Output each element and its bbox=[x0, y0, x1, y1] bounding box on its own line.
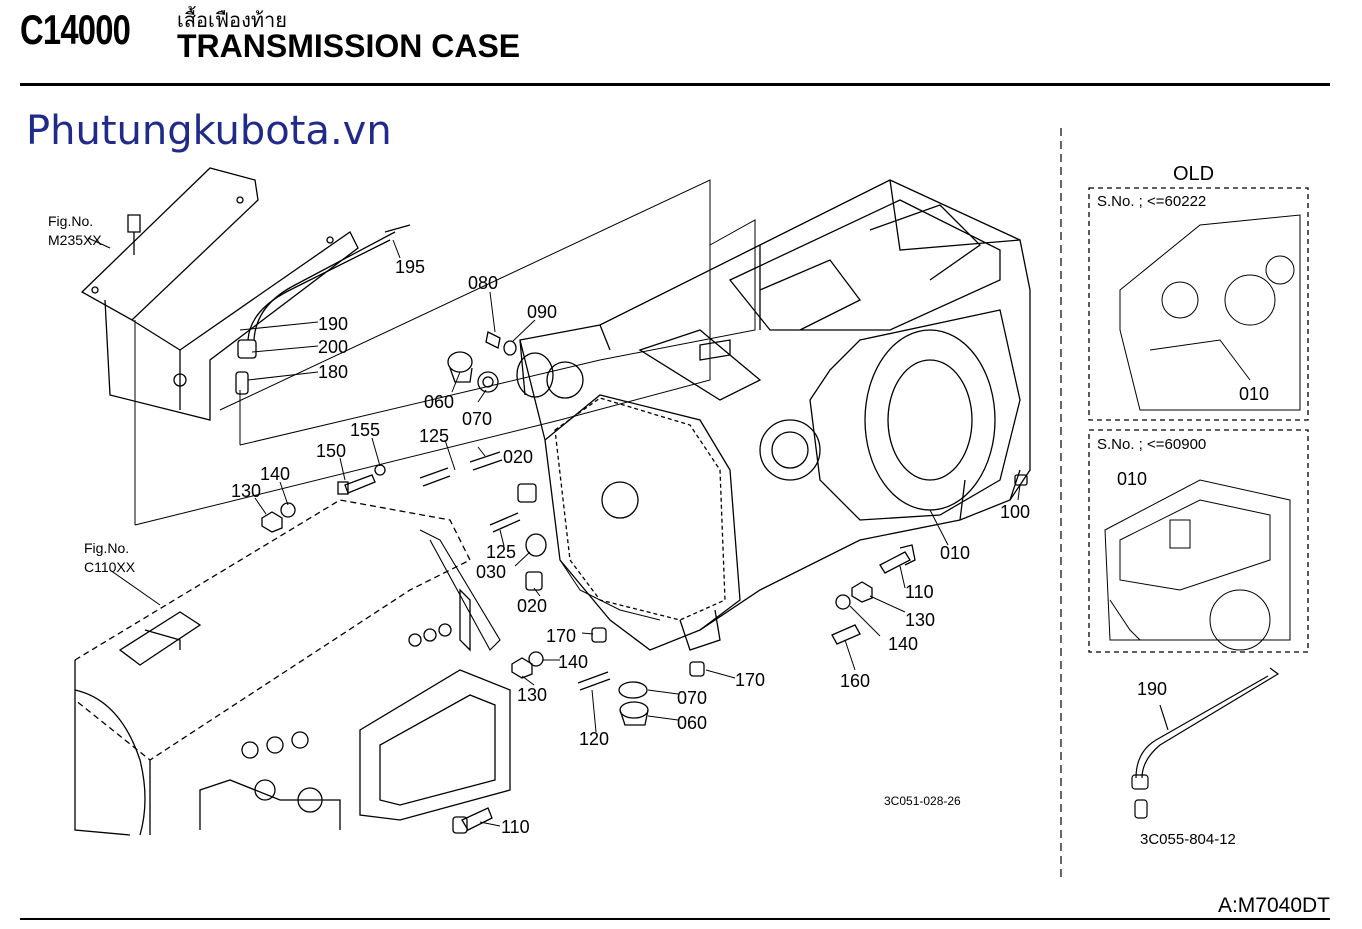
part-label[interactable]: 180 bbox=[318, 362, 348, 382]
bracket-drawing bbox=[80, 167, 359, 421]
part-label[interactable]: 170 bbox=[735, 670, 765, 690]
part-label[interactable]: 070 bbox=[677, 688, 707, 708]
small-parts bbox=[261, 331, 1028, 834]
serial-range-2: S.No. ; <=60900 bbox=[1097, 436, 1206, 453]
part-label[interactable]: 160 bbox=[840, 671, 870, 691]
part-label[interactable]: 150 bbox=[316, 441, 346, 461]
diagram-code: 3C051-028-26 bbox=[884, 794, 961, 808]
fig-ref-label: Fig.No. bbox=[84, 540, 129, 556]
part-label[interactable]: 060 bbox=[677, 713, 707, 733]
part-label[interactable]: 090 bbox=[527, 302, 557, 322]
footer-divider bbox=[20, 918, 1330, 920]
part-label[interactable]: 030 bbox=[476, 562, 506, 582]
title-thai: เสื้อเฟืองท้าย bbox=[177, 8, 287, 32]
part-label[interactable]: 140 bbox=[260, 464, 290, 484]
header-divider bbox=[20, 83, 1330, 86]
model-code: A:M7040DT bbox=[1217, 894, 1330, 917]
old-case-sketch-1 bbox=[1119, 214, 1301, 411]
part-label[interactable]: 125 bbox=[486, 542, 516, 562]
page-code: C14000 bbox=[20, 6, 131, 53]
part-label[interactable]: 170 bbox=[546, 626, 576, 646]
part-label[interactable]: 125 bbox=[419, 426, 449, 446]
part-label[interactable]: 120 bbox=[579, 729, 609, 749]
part-label[interactable]: 140 bbox=[888, 634, 918, 654]
part-label[interactable]: 130 bbox=[517, 685, 547, 705]
part-label[interactable]: 020 bbox=[503, 447, 533, 467]
part-label[interactable]: 110 bbox=[905, 582, 934, 602]
leader-lines bbox=[87, 237, 1021, 827]
part-label[interactable]: 140 bbox=[558, 652, 588, 672]
part-label[interactable]: 190 bbox=[318, 314, 348, 334]
part-label[interactable]: 010 bbox=[1117, 469, 1147, 489]
old-panel-title: OLD bbox=[1173, 163, 1214, 185]
part-label[interactable]: 195 bbox=[395, 257, 425, 277]
part-label[interactable]: 130 bbox=[231, 481, 261, 501]
oil-rod bbox=[235, 224, 411, 395]
old-case-sketch-2 bbox=[1104, 479, 1291, 651]
part-label[interactable]: 110 bbox=[501, 817, 530, 837]
part-label[interactable]: 100 bbox=[1000, 502, 1030, 522]
part-label[interactable]: 070 bbox=[462, 409, 492, 429]
part-label[interactable]: 130 bbox=[905, 610, 935, 630]
part-label[interactable]: 010 bbox=[1239, 384, 1269, 404]
front-housing-drawing bbox=[74, 499, 511, 836]
page-title: TRANSMISSION CASE bbox=[177, 28, 521, 64]
fig-ref-code: C110XX bbox=[84, 559, 136, 575]
serial-range-1: S.No. ; <=60222 bbox=[1097, 193, 1206, 210]
part-label[interactable]: 020 bbox=[517, 596, 547, 616]
fig-ref-code: M235XX bbox=[48, 232, 102, 248]
part-label[interactable]: 200 bbox=[318, 337, 348, 357]
part-label[interactable]: 155 bbox=[350, 420, 380, 440]
part-label[interactable]: 060 bbox=[424, 392, 454, 412]
part-label[interactable]: 010 bbox=[940, 543, 970, 563]
transmission-case-drawing bbox=[516, 179, 1031, 651]
old-rod-sketch bbox=[1131, 667, 1280, 819]
part-label[interactable]: 080 bbox=[468, 273, 498, 293]
part-label[interactable]: 190 bbox=[1137, 679, 1167, 699]
fig-ref-label: Fig.No. bbox=[48, 213, 93, 229]
old-rod-code: 3C055-804-12 bbox=[1140, 831, 1236, 848]
watermark: Phutungkubota.vn bbox=[26, 108, 392, 154]
